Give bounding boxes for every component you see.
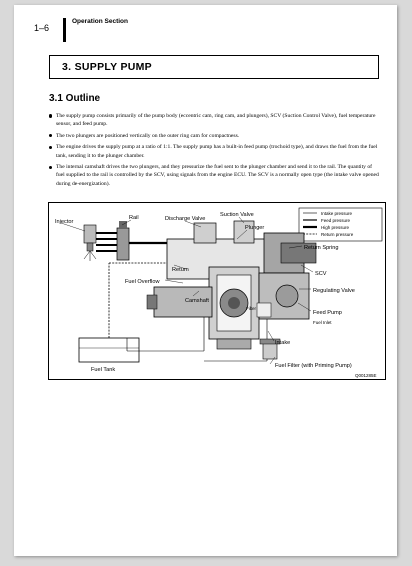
legend-intake: Intake pressure	[321, 211, 353, 216]
diagram-svg: Intake pressure Feed pressure High press…	[55, 207, 383, 378]
fuel-filter-drawing	[259, 338, 281, 360]
subsection-title: 3.1 Outline	[49, 93, 101, 104]
header-divider	[63, 18, 66, 42]
bullet-item: The supply pump consists primarily of th…	[49, 112, 381, 128]
running-header: Operation Section	[72, 18, 128, 25]
bullet-item: The two plungers are positioned vertical…	[49, 132, 381, 140]
legend-return: Return pressure	[321, 232, 354, 237]
supply-pump-diagram: Intake pressure Feed pressure High press…	[48, 202, 386, 380]
label-rail: Rail	[129, 215, 139, 221]
label-discharge-valve: Discharge Valve	[165, 216, 205, 222]
pump-body-drawing	[146, 220, 317, 350]
legend-feed: Feed pressure	[321, 218, 351, 223]
label-return: Return	[172, 267, 189, 273]
label-scv: SCV	[315, 271, 327, 277]
label-fuel-overflow: Fuel Overflow	[125, 279, 160, 285]
label-filter: Filter	[246, 306, 257, 311]
label-suction-valve: Suction Valve	[220, 212, 254, 218]
outline-bullet-list: The supply pump consists primarily of th…	[49, 112, 381, 191]
bullet-item: The engine drives the supply pump at a r…	[49, 143, 381, 159]
legend: Intake pressure Feed pressure High press…	[298, 207, 383, 242]
label-fuel-inlet: Fuel Inlet	[313, 320, 332, 325]
leader-lines	[60, 216, 314, 365]
label-injector: Injector	[55, 219, 73, 225]
label-return-spring: Return Spring	[304, 245, 339, 251]
manual-page: 1–6 Operation Section 3. SUPPLY PUMP 3.1…	[14, 5, 397, 556]
fuel-tank-drawing	[78, 262, 268, 363]
page-number: 1–6	[34, 23, 50, 33]
section-title-box: 3. SUPPLY PUMP	[49, 55, 379, 79]
label-intake: Intake	[275, 340, 290, 346]
injector-drawing	[83, 224, 117, 261]
label-fuel-tank: Fuel Tank	[91, 367, 115, 373]
label-plunger: Plunger	[245, 225, 264, 231]
legend-high: High pressure	[321, 225, 350, 230]
label-feed-pump: Feed Pump	[313, 310, 342, 316]
label-figure-code: Q001285E	[355, 373, 377, 378]
label-regulating-valve: Regulating Valve	[313, 288, 355, 294]
bullet-item: The internal camshaft drives the two plu…	[49, 163, 381, 188]
label-camshaft: Camshaft	[185, 298, 209, 304]
section-title: 3. SUPPLY PUMP	[62, 61, 152, 73]
rail-drawing	[116, 221, 167, 261]
label-fuel-filter: Fuel Filter (with Priming Pump)	[275, 363, 352, 369]
